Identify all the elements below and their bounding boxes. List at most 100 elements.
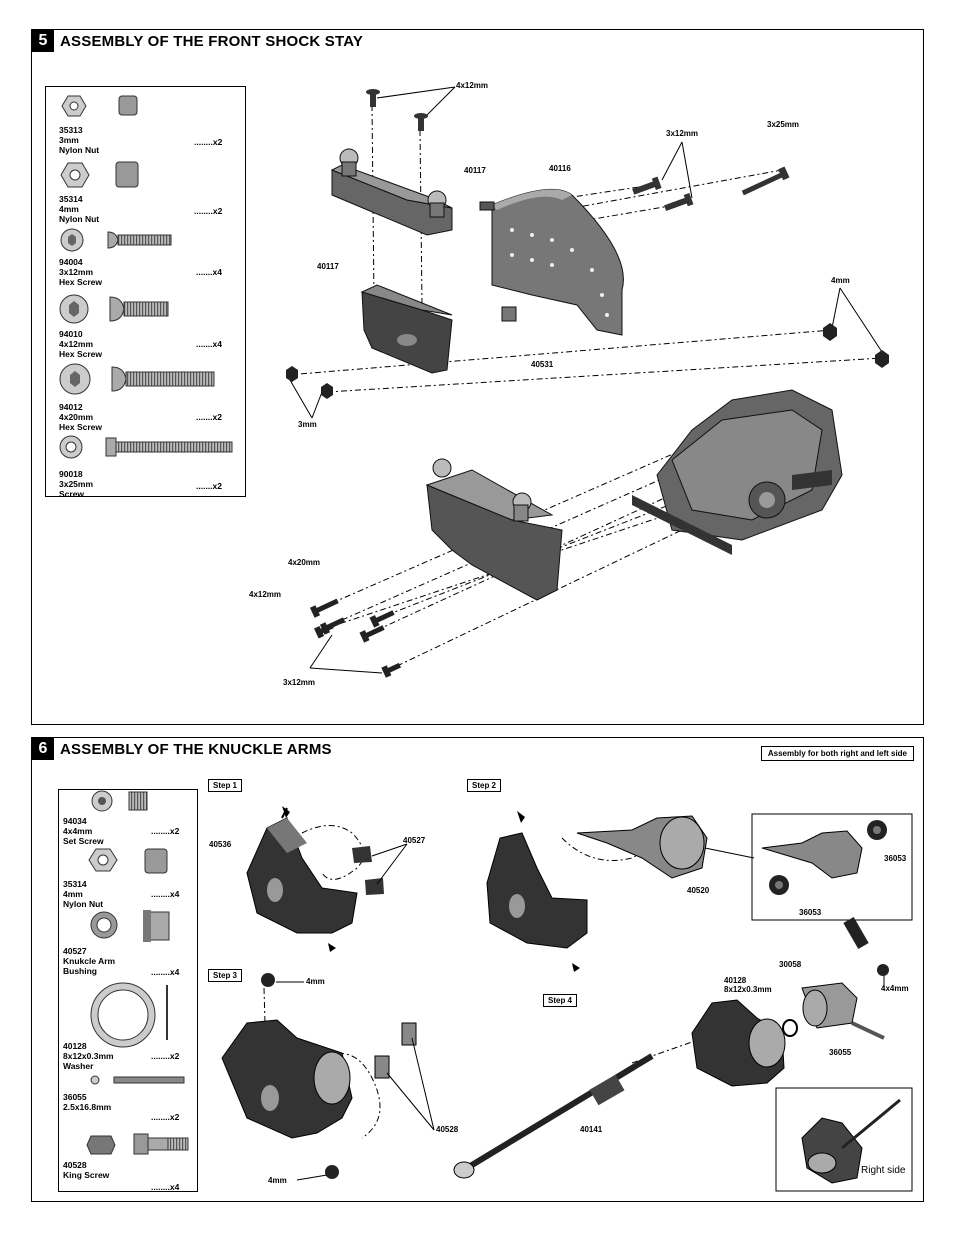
nylon-nut-icon [88, 848, 168, 874]
part-qty: ........x2 [194, 137, 223, 147]
label-40528: 40528 [436, 1125, 459, 1134]
part-qty: .......x2 [196, 412, 222, 422]
part-size: 4x4mm [63, 826, 93, 836]
part-qty: ........x2 [194, 206, 223, 216]
knuckle-step3 [221, 973, 417, 1179]
shock-stay-plate [479, 188, 624, 336]
part-qty: ........x2 [151, 826, 180, 836]
part-name: Screw [59, 489, 85, 497]
section-front-shock-stay: 5 ASSEMBLY OF THE FRONT SHOCK STAY [31, 29, 924, 725]
label-40527: 40527 [403, 836, 426, 845]
bushing-icon [90, 910, 170, 942]
part-code: 35314 [63, 879, 87, 889]
label-3mm: 3mm [298, 420, 317, 429]
shock-stay-assembled [425, 458, 563, 601]
nut-icon [286, 323, 889, 399]
part-size: 2.5x16.8mm [63, 1102, 112, 1112]
part-size: 3x25mm [59, 479, 94, 489]
pin-icon [90, 1075, 185, 1085]
section-header: 6 ASSEMBLY OF THE KNUCKLE ARMS [32, 738, 332, 760]
set-screw-icon [91, 790, 148, 812]
screw-icon [309, 598, 401, 678]
part-code: 94004 [59, 257, 83, 267]
section-title: ASSEMBLY OF THE KNUCKLE ARMS [60, 740, 332, 758]
part-name: Hex Screw [59, 422, 102, 432]
part-code: 90018 [59, 469, 83, 479]
gearbox-housing [632, 389, 843, 555]
part-size: 4x20mm [59, 412, 94, 422]
king-screw-icon [86, 1133, 189, 1155]
section-title: ASSEMBLY OF THE FRONT SHOCK STAY [60, 32, 364, 50]
washer-icon [90, 982, 168, 1048]
section-header: 5 ASSEMBLY OF THE FRONT SHOCK STAY [32, 30, 363, 52]
part-size: 4mm [63, 889, 83, 899]
knuckle-step2 [486, 811, 755, 972]
knuckle-step1 [246, 806, 384, 952]
knuckle-arm-diagram [221, 806, 913, 1192]
arm-inset [761, 820, 887, 895]
label-40117: 40117 [317, 262, 339, 271]
label-40520: 40520 [687, 886, 710, 895]
label-30058: 30058 [779, 960, 802, 969]
label-4mm: 4mm [306, 977, 325, 986]
nylon-nut-icon [61, 95, 138, 117]
part-qty: .......x4 [196, 267, 222, 277]
label-4mm: 4mm [831, 276, 850, 285]
label-40536: 40536 [209, 840, 232, 849]
cap-screw-icon [59, 435, 233, 459]
part-code: 36055 [63, 1092, 87, 1102]
part-name: Nylon Nut [59, 145, 100, 155]
screw-icon [366, 89, 790, 211]
label-40531: 40531 [531, 360, 554, 369]
nylon-nut-icon [60, 161, 139, 188]
part-size: 3x12mm [59, 267, 94, 277]
part-size: King Screw [63, 1170, 110, 1180]
step-4-label: Step 4 [543, 994, 578, 1007]
step-3-label: Step 3 [208, 969, 243, 982]
part-code: 94012 [59, 402, 83, 412]
step-2-label: Step 2 [467, 779, 502, 792]
hex-screw-icon [60, 228, 172, 252]
part-name: Bushing [63, 966, 97, 976]
part-name: Set Screw [63, 836, 104, 846]
part-code: 40527 [63, 946, 87, 956]
label-4mm: 4mm [268, 1176, 287, 1185]
part-name: Nylon Nut [63, 899, 104, 909]
part-qty: ........x2 [151, 1051, 180, 1061]
label-3x12mm: 3x12mm [666, 129, 699, 138]
label-40117: 40117 [464, 166, 486, 175]
hex-screw-icon [59, 363, 215, 395]
label-4x12mm: 4x12mm [456, 81, 489, 90]
hex-screw-icon [59, 294, 169, 324]
label-right-side: Right side [861, 1165, 906, 1176]
parts-list: 94034 4x4mm Set Screw ........x2 35314 4… [58, 789, 198, 1192]
label-4x4mm: 4x4mm [881, 984, 909, 993]
part-code: 94034 [63, 816, 87, 826]
part-qty: .......x4 [196, 339, 222, 349]
label-40128: 40128 [724, 976, 747, 985]
label-3x25mm: 3x25mm [767, 120, 800, 129]
part-qty: ........x2 [151, 1112, 180, 1122]
part-code: 40528 [63, 1160, 87, 1170]
part-qty: ........x4 [151, 967, 180, 977]
label-4x12mm: 4x12mm [249, 590, 282, 599]
part-code: 35313 [59, 125, 83, 135]
part-qty: ........x4 [151, 889, 180, 899]
label-36055: 36055 [829, 1048, 852, 1057]
part-name: Hex Screw [59, 349, 102, 359]
parts-icons [86, 790, 189, 1155]
part-qty: .......x2 [196, 481, 222, 491]
shock-mount-top [330, 148, 453, 236]
step-1-label: Step 1 [208, 779, 243, 792]
label-4x20mm: 4x20mm [288, 558, 321, 567]
part-size: 4x12mm [59, 339, 94, 349]
part-size: 8x12x0.3mm [63, 1051, 114, 1061]
part-size: 3mm [59, 135, 79, 145]
knuckle-step4 [453, 917, 889, 1179]
parts-icons [59, 95, 233, 459]
part-name: Hex Screw [59, 277, 102, 287]
part-size: Knukcle Arm [63, 956, 116, 966]
label-36053: 36053 [799, 908, 822, 917]
label-3x12mm: 3x12mm [283, 678, 316, 687]
label-40141: 40141 [580, 1125, 603, 1134]
